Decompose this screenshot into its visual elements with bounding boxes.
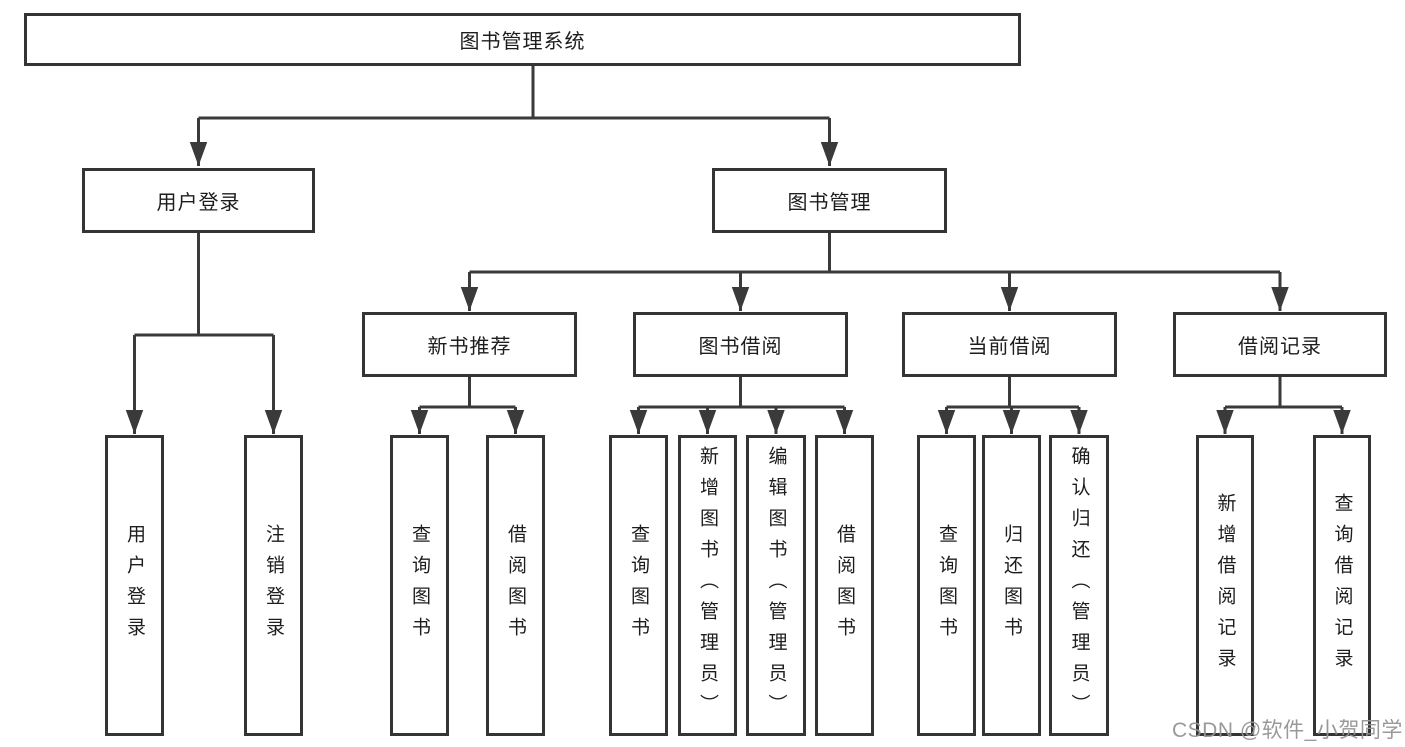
leaf-add-borrow-record-label: 新增借阅记录 <box>1214 492 1236 679</box>
leaf-add-books-admin: 新增图书（管理员） <box>678 435 737 736</box>
leaf-return-books: 归还图书 <box>982 435 1041 736</box>
node-new-book-recommend: 新书推荐 <box>362 312 577 377</box>
csdn-watermark: CSDN @软件_小贺同学 <box>1172 719 1403 742</box>
leaf-borrow-books-recommend: 借阅图书 <box>486 435 545 736</box>
node-book-borrowing: 图书借阅 <box>633 312 848 377</box>
node-root-label: 图书管理系统 <box>459 31 586 53</box>
node-current-borrowing-label: 当前借阅 <box>967 336 1052 358</box>
leaf-edit-books-admin-label: 编辑图书（管理员） <box>765 446 787 725</box>
node-book-management-label: 图书管理 <box>787 192 872 214</box>
leaf-edit-books-admin: 编辑图书（管理员） <box>746 435 806 736</box>
node-user-login: 用户登录 <box>82 168 315 233</box>
node-borrowing-records: 借阅记录 <box>1173 312 1387 377</box>
leaf-confirm-return-admin-label: 确认归还（管理员） <box>1068 446 1090 725</box>
node-new-book-recommend-label: 新书推荐 <box>427 336 512 358</box>
leaf-query-books-borrowing: 查询图书 <box>609 435 668 736</box>
leaf-borrow-books-borrowing: 借阅图书 <box>815 435 874 736</box>
node-book-borrowing-label: 图书借阅 <box>698 336 783 358</box>
leaf-query-books-recommend-label: 查询图书 <box>409 523 430 648</box>
leaf-query-books-current: 查询图书 <box>917 435 976 736</box>
leaf-borrow-books-recommend-label: 借阅图书 <box>505 523 526 648</box>
leaf-query-borrow-record-label: 查询借阅记录 <box>1331 492 1353 679</box>
node-root: 图书管理系统 <box>24 13 1021 66</box>
leaf-add-borrow-record: 新增借阅记录 <box>1196 435 1254 736</box>
leaf-logout-login-label: 注销登录 <box>263 523 284 648</box>
leaf-logout-login: 注销登录 <box>244 435 303 736</box>
node-borrowing-records-label: 借阅记录 <box>1238 336 1322 358</box>
leaf-return-books-label: 归还图书 <box>1001 523 1022 648</box>
leaf-add-books-admin-label: 新增图书（管理员） <box>697 446 718 725</box>
leaf-user-login-label: 用户登录 <box>124 523 145 648</box>
node-current-borrowing: 当前借阅 <box>902 312 1117 377</box>
leaf-confirm-return-admin: 确认归还（管理员） <box>1049 435 1109 736</box>
leaf-query-books-borrowing-label: 查询图书 <box>628 523 649 648</box>
leaf-query-books-recommend: 查询图书 <box>390 435 449 736</box>
leaf-borrow-books-borrowing-label: 借阅图书 <box>834 523 855 648</box>
node-user-login-label: 用户登录 <box>156 192 241 214</box>
leaf-query-books-current-label: 查询图书 <box>936 523 957 648</box>
node-book-management: 图书管理 <box>712 168 947 233</box>
leaf-user-login: 用户登录 <box>105 435 164 736</box>
leaf-query-borrow-record: 查询借阅记录 <box>1313 435 1371 736</box>
